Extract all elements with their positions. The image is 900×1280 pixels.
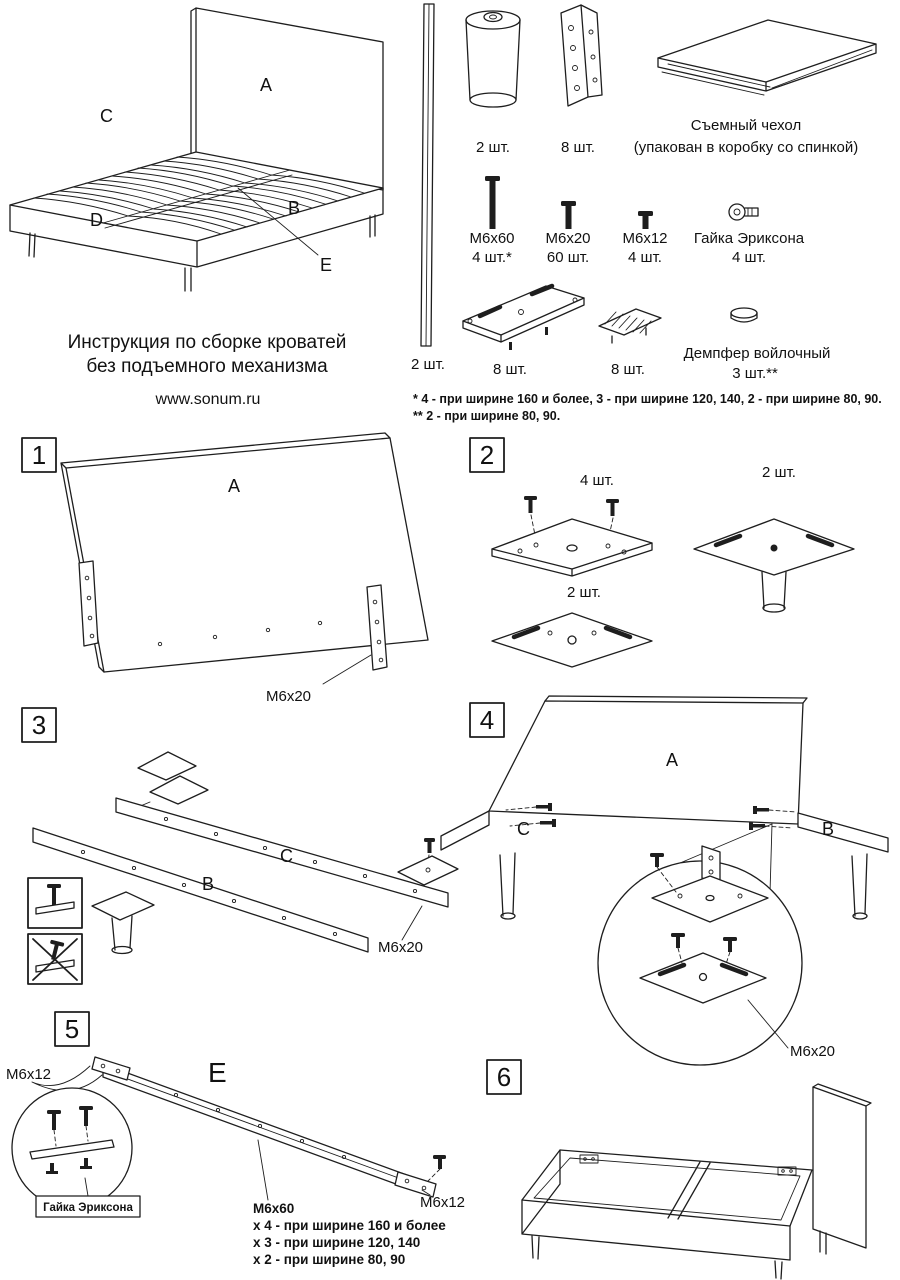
step1-number: 1: [21, 437, 57, 473]
part-cover-name: Съемный чехол: [691, 117, 801, 134]
step1-drawing: A М6х20: [60, 432, 429, 705]
step5-note: М6х60 х 4 - при ширине 160 и более х 3 -…: [253, 1139, 446, 1267]
step5-note-line2: х 4 - при ширине 160 и более: [253, 1218, 446, 1233]
part-felt-damper-name: Демпфер войлочный: [684, 345, 831, 362]
step5-number: 5: [54, 1011, 90, 1047]
step3-part-b-label: B: [202, 874, 214, 894]
part-bolt-m6x12-qty: 4 шт.: [628, 249, 662, 266]
step3-fastener-label: М6х20: [378, 939, 423, 956]
step2-number: 2: [469, 437, 505, 473]
step4-part-a-label: A: [666, 750, 678, 770]
step4-part-c-label: C: [517, 819, 530, 839]
part-bolt-m6x60: М6х60 4 шт.*: [469, 176, 515, 266]
step3-foot-leg: [91, 891, 155, 955]
step6-drawing: [521, 1083, 872, 1280]
step5-note-line3: х 3 - при ширине 120, 140: [253, 1235, 420, 1250]
step1-fastener-label: М6х20: [266, 688, 311, 705]
step1-part-a-label: A: [228, 476, 240, 496]
part-damper-plate-qty: 8 шт.: [611, 361, 645, 378]
part-leg: 2 шт.: [465, 10, 521, 156]
step2-bracket-plain: [491, 612, 653, 668]
step5-num-label: 5: [65, 1014, 79, 1044]
step5-drawing: E М6х12 Гайка Эриксона М6х60 х 4 - при ш…: [6, 1056, 465, 1267]
step3-rail-c: [115, 797, 449, 908]
part-bolt-m6x12: М6х12 4 шт.: [622, 211, 668, 266]
part-bolt-m6x60-qty: 4 шт.*: [472, 249, 512, 266]
step1-num-label: 1: [32, 440, 46, 470]
step3-num-label: 3: [32, 710, 46, 740]
part-corner-plate-qty: 8 шт.: [493, 361, 527, 378]
step5-fastener-left-label: М6х12: [6, 1066, 51, 1083]
part-damper-plate: 8 шт.: [598, 308, 662, 378]
step5-note-line1: М6х60: [253, 1201, 294, 1216]
step2-qty-leg-brackets: 2 шт.: [762, 464, 796, 481]
step5-fastener-right-label: М6х12: [420, 1194, 465, 1211]
step3-wrong-icon: [27, 933, 83, 985]
step6-number: 6: [486, 1059, 522, 1095]
part-felt-damper: Демпфер войлочный 3 шт.**: [684, 307, 831, 382]
page-title-line1: Инструкция по сборке кроватей: [68, 332, 347, 353]
step4-part-b-label: B: [822, 819, 834, 839]
title-block: Инструкция по сборке кроватей без подъем…: [68, 332, 347, 408]
step3-drawing: C B М6х20: [27, 751, 459, 985]
step4-fastener-label: М6х20: [790, 1043, 835, 1060]
footnote-1: * 4 - при ширине 160 и более, 3 - при ши…: [413, 392, 882, 406]
step2-qty-bolts: 4 шт.: [580, 472, 614, 489]
footnote-2: ** 2 - при ширине 80, 90.: [413, 409, 560, 423]
website-url: www.sonum.ru: [155, 391, 261, 408]
step3-end-bracket: [397, 838, 459, 886]
part-bolt-m6x20: М6х20 60 шт.: [545, 201, 591, 266]
part-felt-damper-qty: 3 шт.**: [732, 365, 778, 382]
part-cover-note: (упакован в коробку со спинкой): [634, 139, 858, 156]
overview-label-c: C: [100, 106, 113, 126]
part-corner-plate: 8 шт.: [462, 283, 585, 378]
step5-nut-label: Гайка Эриксона: [43, 1202, 133, 1214]
overview-label-e: E: [320, 255, 332, 275]
step2-num-label: 2: [480, 440, 494, 470]
part-side-slat: 2 шт.: [411, 3, 445, 373]
step3-rail-b: [32, 827, 369, 953]
step4-num-label: 4: [480, 705, 494, 735]
part-erikson-nut: Гайка Эриксона 4 шт.: [694, 203, 805, 266]
step5-part-e-label: E: [208, 1057, 227, 1088]
step4-drawing: A C B М6х: [440, 695, 889, 1066]
step3-correct-icon: [27, 877, 83, 929]
part-side-slat-qty: 2 шт.: [411, 356, 445, 373]
step5-note-line4: х 2 - при ширине 80, 90: [253, 1252, 405, 1267]
part-hinge-bracket-qty: 8 шт.: [561, 139, 595, 156]
step5-zoom-circle: Гайка Эриксона: [11, 1087, 141, 1218]
step6-num-label: 6: [497, 1062, 511, 1092]
step3-number: 3: [21, 707, 57, 743]
step2-bracket-with-bolts: [491, 496, 653, 577]
step2-bracket-with-leg: [693, 518, 855, 613]
part-erikson-nut-name: Гайка Эриксона: [694, 230, 805, 247]
overview-bed-drawing: A C B D E: [9, 7, 384, 292]
part-cover: Съемный чехол (упакован в коробку со спи…: [634, 19, 877, 156]
part-hinge-bracket: 8 шт.: [560, 4, 603, 156]
overview-label-a: A: [260, 75, 272, 95]
step4-zoom-circle: М6х20: [597, 823, 835, 1066]
overview-label-b: B: [288, 198, 300, 218]
step3-part-c-label: C: [280, 846, 293, 866]
part-bolt-m6x20-name: М6х20: [545, 230, 590, 247]
overview-label-d: D: [90, 210, 103, 230]
part-leg-qty: 2 шт.: [476, 139, 510, 156]
part-erikson-nut-qty: 4 шт.: [732, 249, 766, 266]
page-title-line2: без подъемного механизма: [86, 356, 328, 377]
step2-drawing: 4 шт. 2 шт. 2 шт.: [491, 464, 855, 668]
step4-number: 4: [469, 702, 505, 738]
step2-qty-plain-brackets: 2 шт.: [567, 584, 601, 601]
part-bolt-m6x12-name: М6х12: [622, 230, 667, 247]
part-bolt-m6x20-qty: 60 шт.: [547, 249, 589, 266]
part-bolt-m6x60-name: М6х60: [469, 230, 514, 247]
